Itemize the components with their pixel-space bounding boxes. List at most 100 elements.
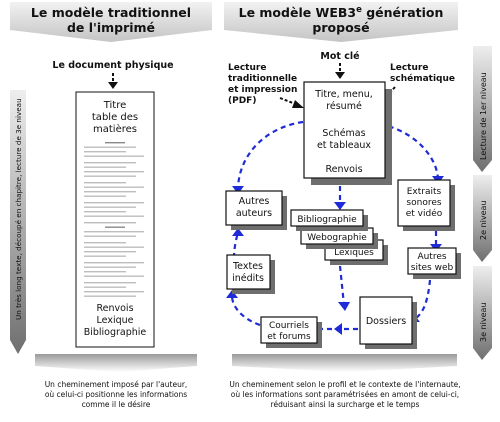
- doc-text-line: [84, 295, 136, 297]
- label-lecture-trad-line3: et impression: [228, 85, 297, 95]
- doc-text-line: [105, 142, 125, 144]
- main-box-bottom: Renvois: [325, 164, 362, 175]
- left-banner: Le modèle traditionnel de l'imprimé: [10, 2, 212, 42]
- box-lexiques: Lexiques: [324, 239, 388, 265]
- level-1-arrow: Lecture de 1er niveau: [473, 46, 492, 172]
- svg-text:Lexiques: Lexiques: [334, 248, 374, 258]
- left-caption-bracket: [35, 354, 197, 372]
- right-banner: Le modèle WEB3e génération proposé: [224, 2, 458, 42]
- doc-text-line: [84, 191, 136, 193]
- svg-text:Autres: Autres: [417, 252, 446, 262]
- svg-text:Dossiers: Dossiers: [366, 316, 406, 327]
- level-3-label: 3e niveau: [479, 303, 488, 342]
- main-box: Titre, menu, résumé Schémas et tableaux …: [303, 81, 392, 185]
- left-vertical-arrow: Un très long texte, découpé en chapitre,…: [10, 90, 26, 354]
- level-2-label: 2e niveau: [479, 201, 488, 240]
- doc-text-line: [84, 155, 144, 157]
- left-banner-title-line2: de l'imprimé: [67, 20, 155, 35]
- doc-text-line: [84, 222, 136, 224]
- doc-text-line: [84, 291, 144, 293]
- right-banner-title-line2: proposé: [312, 20, 369, 35]
- right-caption-line3: réduisant ainsi la surcharge et le temps: [271, 400, 420, 409]
- level-1-label: Lecture de 1er niveau: [479, 72, 488, 160]
- doc-text-line: [84, 146, 136, 148]
- label-lecture-trad-line2: traditionnelle: [228, 74, 297, 84]
- svg-text:Autres: Autres: [239, 196, 270, 207]
- doc-text-line: [84, 255, 126, 257]
- right-banner-title-line1: Le modèle WEB3e génération: [239, 5, 444, 20]
- svg-text:sites web: sites web: [411, 263, 454, 273]
- doc-text-line: [84, 235, 136, 237]
- level-2-arrow: 2e niveau: [473, 175, 492, 262]
- doc-bottom-line2: Lexique: [97, 315, 134, 326]
- box-autres-auteurs: Autres auteurs: [225, 190, 287, 230]
- box-courriels: Courriels et forums: [260, 316, 322, 348]
- svg-text:inédits: inédits: [232, 273, 264, 284]
- doc-text-line: [84, 286, 126, 288]
- physical-document-page: Titre table des matières Renvois Lexique…: [75, 91, 155, 348]
- doc-title-line2: table des: [92, 112, 138, 123]
- doc-text-line: [84, 275, 144, 277]
- doc-text-line: [84, 231, 144, 233]
- main-box-top-line1: Titre, menu,: [314, 89, 373, 100]
- doc-text-lines: [84, 142, 144, 297]
- doc-text-line: [84, 206, 136, 208]
- svg-text:auteurs: auteurs: [236, 208, 272, 219]
- doc-text-line: [84, 211, 126, 213]
- doc-text-line: [84, 151, 126, 153]
- left-caption-line2: où celui-ci positionne les informations: [45, 390, 187, 399]
- right-caption-bracket: [232, 354, 457, 372]
- left-header-physical-document: Le document physique: [52, 60, 173, 71]
- svg-text:Webographie: Webographie: [307, 233, 367, 243]
- doc-text-line: [84, 202, 144, 204]
- arrow-lecture-trad: [279, 97, 304, 108]
- svg-text:et forums: et forums: [267, 332, 311, 342]
- doc-title-line3: matières: [93, 123, 137, 135]
- svg-text:Bibliographie: Bibliographie: [297, 215, 357, 225]
- arrow-mot-cle: [335, 63, 345, 79]
- svg-text:Extraits: Extraits: [407, 187, 442, 197]
- svg-text:Courriels: Courriels: [269, 321, 309, 331]
- doc-text-line: [84, 271, 126, 273]
- doc-text-line: [84, 242, 126, 244]
- main-box-mid-line1: Schémas: [322, 128, 365, 139]
- doc-bottom-line1: Renvois: [96, 303, 133, 314]
- doc-bottom-line3: Bibliographie: [84, 327, 147, 338]
- doc-text-line: [84, 175, 136, 177]
- label-lecture-schem-line2: schématique: [390, 73, 455, 84]
- doc-text-line: [84, 171, 144, 173]
- doc-text-line: [84, 215, 144, 217]
- doc-text-line: [84, 266, 136, 268]
- box-bibliographie: Bibliographie: [290, 209, 368, 231]
- level-3-arrow: 3e niveau: [473, 266, 492, 360]
- svg-text:et vidéo: et vidéo: [406, 208, 443, 219]
- right-caption-line2: où les informations sont paramétrisées e…: [231, 390, 459, 399]
- label-lecture-schem-line1: Lecture: [390, 63, 428, 73]
- doc-text-line: [84, 246, 144, 248]
- label-lecture-trad-line1: Lecture: [228, 63, 266, 73]
- left-caption-line1: Un cheminement imposé par l'auteur,: [45, 380, 188, 389]
- doc-text-line: [105, 226, 125, 228]
- box-dossiers: Dossiers: [359, 296, 417, 349]
- left-caption-line3: comme il le désire: [82, 400, 151, 409]
- box-autres-sites: Autres sites web: [407, 247, 461, 279]
- left-vertical-label: Un très long texte, découpé en chapitre,…: [14, 98, 23, 320]
- box-extraits: Extraits sonores et vidéo: [397, 179, 455, 231]
- doc-text-line: [84, 195, 126, 197]
- label-mot-cle: Mot clé: [320, 51, 359, 62]
- doc-text-line: [84, 162, 136, 164]
- doc-text-line: [84, 251, 136, 253]
- box-webographie: Webographie: [300, 227, 378, 249]
- main-box-top-line2: résumé: [326, 101, 362, 112]
- label-lecture-trad-line4: (PDF): [228, 96, 256, 106]
- right-caption-line1: Un cheminement selon le profil et le con…: [229, 380, 460, 389]
- left-banner-title-line1: Le modèle traditionnel: [31, 5, 191, 20]
- doc-text-line: [84, 182, 126, 184]
- doc-text-line: [84, 262, 144, 264]
- box-textes-inedits: Textes inédits: [226, 254, 275, 294]
- doc-text-line: [84, 186, 144, 188]
- doc-text-line: [84, 166, 126, 168]
- arrow-into-document: [108, 73, 118, 89]
- main-box-mid-line2: et tableaux: [317, 140, 371, 151]
